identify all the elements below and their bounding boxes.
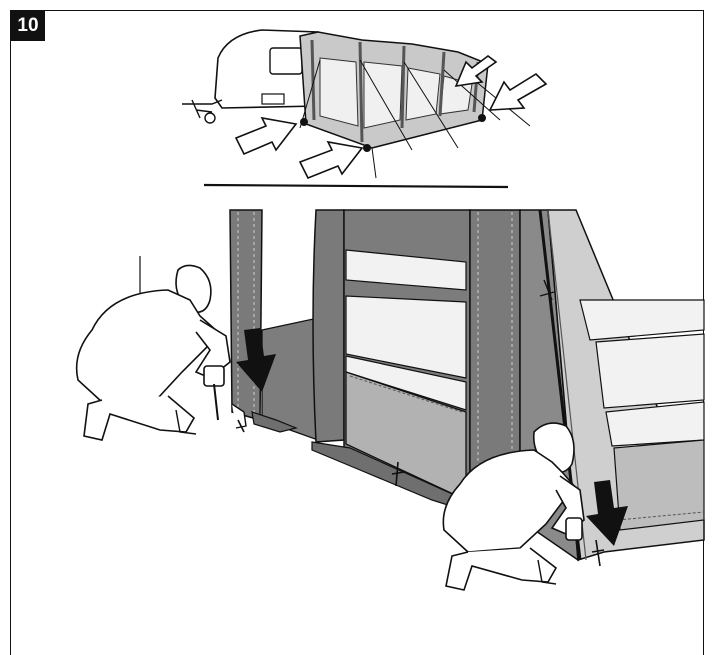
caravan-window — [270, 48, 302, 74]
ground-line — [204, 185, 508, 187]
pointer-arrow-icon — [490, 74, 546, 110]
caravan-locker — [262, 94, 284, 104]
pointer-arrow-icon — [236, 118, 296, 154]
mallet — [566, 518, 582, 540]
awning-panel-left — [313, 210, 344, 442]
caravan-wheel — [205, 113, 215, 123]
peg-point — [478, 114, 486, 122]
awning-left-pillar — [230, 210, 262, 420]
peg-point — [363, 144, 371, 152]
caravan-awning-overview — [182, 30, 546, 187]
peg-point — [300, 118, 308, 126]
pointer-arrow-icon — [300, 142, 362, 178]
mallet — [204, 366, 224, 386]
caravan-drawbar — [182, 100, 222, 118]
